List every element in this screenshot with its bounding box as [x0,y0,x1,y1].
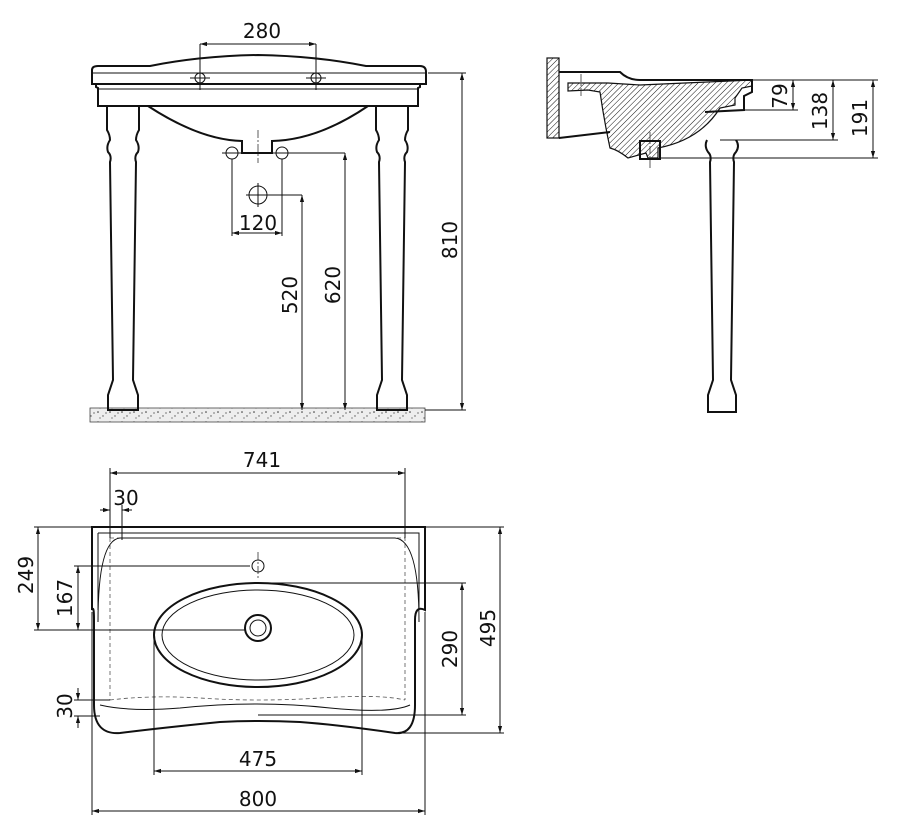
dimension-label: 120 [239,211,277,235]
dimension-138: 138 [720,80,838,141]
dimension-label: 30 [53,693,77,718]
dimension-label: 800 [239,787,277,811]
dimension-label: 741 [243,448,281,472]
bowl-outer [153,582,363,688]
dimension-label: 475 [239,747,277,771]
supply-hole-right [272,146,345,160]
dimension-79: 79 [744,79,878,111]
floor [89,407,426,423]
front-view: 280 120 520 620 810 [89,19,466,423]
dimension-249: 249 [14,526,245,631]
waste-hole [246,183,302,207]
dimension-label: 810 [438,221,462,259]
dimension-800: 800 [91,612,426,815]
dimension-label: 495 [476,609,500,647]
dimension-495: 495 [400,526,504,734]
basin-bowl [147,105,369,154]
dimension-280: 280 [199,19,317,90]
supply-hole-left [222,146,242,160]
basin-outline [91,526,426,735]
dimension-520: 520 [278,195,305,410]
right-leg [375,106,409,411]
basin-top-rim [91,53,427,85]
dimension-620: 620 [321,153,348,410]
side-view: 79 138 191 [546,57,878,413]
tap-hole [251,552,265,580]
dimension-label: 30 [113,486,138,510]
dimension-120: 120 [231,159,283,236]
dimension-label: 290 [438,630,462,668]
dimension-741: 741 [109,448,406,538]
dimension-label: 620 [321,266,345,304]
plan-view: 741 30 249 167 290 495 [14,448,504,815]
dimension-label: 191 [848,99,872,137]
dimension-label: 167 [53,579,77,617]
dimension-label: 249 [14,556,38,594]
dimension-167: 167 [53,565,250,630]
dimension-label: 138 [808,92,832,130]
wall-bracket [546,57,560,139]
side-leg [704,139,739,413]
dimension-475: 475 [153,640,363,775]
basin-apron [95,84,421,107]
bowl-inner [161,589,355,681]
basin-section [567,79,753,159]
dimension-label: 79 [768,83,792,108]
dimension-label: 520 [278,276,302,314]
dimension-30-side: 30 [100,486,139,540]
dimension-810: 810 [425,72,466,411]
dimension-191: 191 [660,80,878,159]
dimension-30-front: 30 [53,688,110,728]
dimension-290: 290 [258,582,466,716]
dimension-label: 280 [243,19,281,43]
left-leg [106,106,140,411]
drain [244,614,272,642]
